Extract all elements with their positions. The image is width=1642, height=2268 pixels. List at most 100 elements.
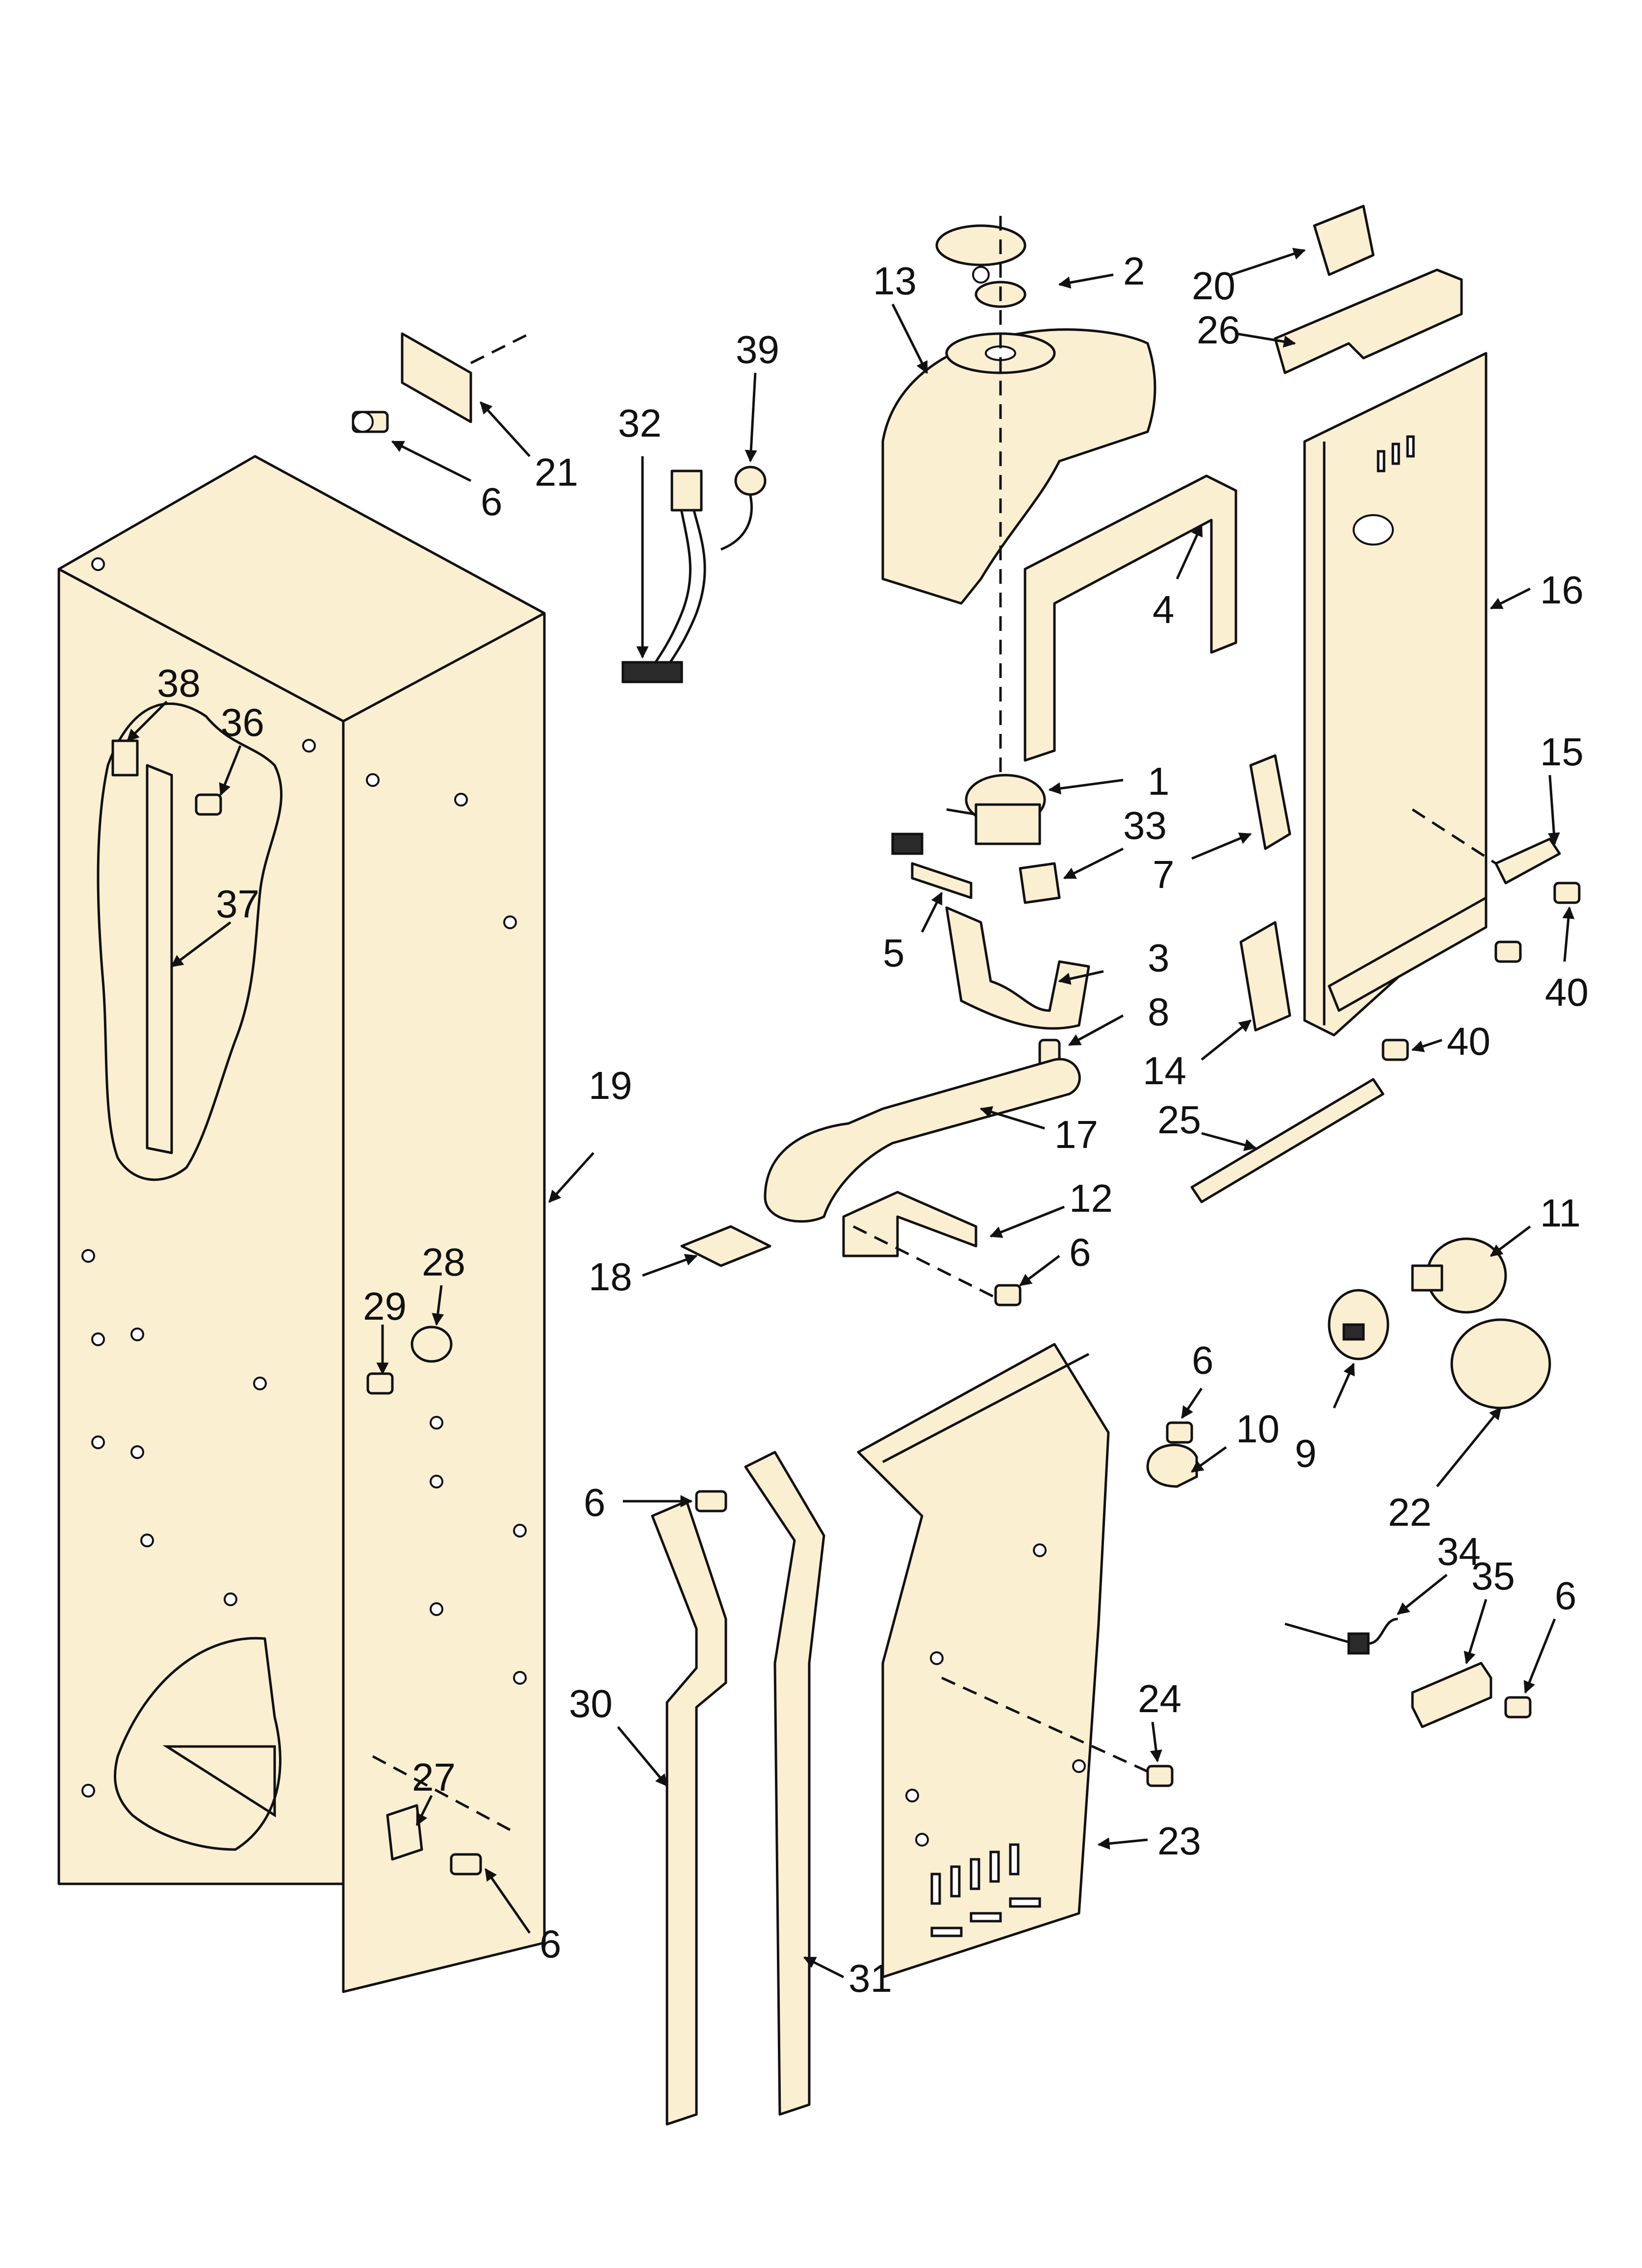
leader-22 [1436, 1407, 1502, 1487]
callout-25: 25 [1157, 1098, 1201, 1142]
part-36-screw [195, 793, 222, 816]
callout-35: 35 [1471, 1554, 1515, 1598]
callout-12: 12 [1069, 1176, 1113, 1220]
leader-6f [1523, 1618, 1556, 1694]
part-2-fan-blade [935, 224, 1026, 308]
leader-39 [744, 372, 757, 463]
part-12-bracket [842, 1191, 1001, 1302]
leader-11 [1490, 1225, 1531, 1257]
callout-24: 24 [1138, 1677, 1181, 1721]
callout-6d: 6 [584, 1481, 606, 1524]
part-27-clip [372, 1755, 511, 1861]
callout-40a: 40 [1545, 970, 1589, 1014]
callout-7: 7 [1153, 853, 1175, 896]
leader-18 [642, 1253, 698, 1277]
part-3-motor-mount [945, 906, 1090, 1030]
part-31-strip [744, 1451, 825, 2116]
callout-6b: 6 [1069, 1230, 1091, 1274]
callout-26: 26 [1197, 308, 1240, 352]
leader-20 [1231, 248, 1306, 276]
callout-33: 33 [1123, 804, 1167, 847]
callout-30: 30 [569, 1682, 613, 1725]
leader-10 [1190, 1446, 1227, 1473]
callout-3: 3 [1148, 936, 1170, 980]
part-26-cover [1274, 268, 1463, 374]
leader-36 [219, 745, 242, 796]
part-30-bracket [651, 1500, 727, 2126]
callout-16: 16 [1540, 568, 1584, 612]
callout-21: 21 [535, 450, 578, 494]
callout-23: 23 [1157, 1819, 1201, 1863]
leader-38 [127, 701, 168, 742]
part-24-screw [1146, 1765, 1174, 1787]
leader-16 [1489, 587, 1531, 610]
leader-4 [1176, 523, 1203, 580]
part-1-motor [891, 774, 1046, 855]
part-35-switch [1411, 1662, 1492, 1728]
screw-6-lower-left [450, 1853, 482, 1876]
callout-29: 29 [363, 1284, 407, 1328]
callout-19: 19 [589, 1064, 632, 1107]
callout-5: 5 [883, 931, 905, 975]
callout-13: 13 [873, 259, 917, 303]
leader-17 [979, 1106, 1045, 1130]
leader-19 [548, 1152, 594, 1203]
leader-33 [1063, 847, 1124, 880]
part-23-back-panel [857, 1343, 1158, 1979]
leader-6a [391, 440, 472, 482]
leader-34 [1397, 1574, 1448, 1615]
leader-6e [484, 1868, 531, 1934]
part-15-bracket [1411, 808, 1561, 885]
leader-31 [803, 1956, 845, 1979]
part-9-socket [1328, 1289, 1389, 1360]
leader-40b [1411, 1039, 1442, 1052]
callout-32: 32 [618, 401, 662, 445]
callout-17: 17 [1054, 1113, 1098, 1156]
callout-6e: 6 [539, 1922, 562, 1966]
part-19-liner [57, 455, 546, 1993]
part-6-screw-panel [1382, 1039, 1409, 1061]
leader-15 [1547, 775, 1560, 845]
part-38-clip [111, 739, 139, 777]
leader-25 [1201, 1132, 1257, 1151]
part-6-screw-right [1166, 1421, 1193, 1444]
part-6-screw-mid [994, 1284, 1022, 1306]
callout-8: 8 [1148, 990, 1170, 1034]
callout-27: 27 [412, 1755, 456, 1799]
callout-14: 14 [1143, 1049, 1186, 1093]
callout-39: 39 [736, 328, 779, 371]
callout-6f: 6 [1555, 1574, 1577, 1617]
part-20-clip [1313, 205, 1375, 276]
leader-14 [1201, 1019, 1252, 1061]
part-21-bracket [401, 332, 531, 423]
callout-38: 38 [157, 661, 201, 705]
part-22-lens [1450, 1318, 1551, 1409]
callout-15: 15 [1540, 730, 1584, 774]
part-7-bracket [1249, 754, 1291, 850]
leader-13 [891, 303, 928, 374]
leader-12 [989, 1205, 1065, 1238]
part-10-clamp [1146, 1443, 1198, 1488]
callout-6a: 6 [481, 480, 503, 523]
part-16-panel [1303, 352, 1488, 1037]
screw-6-bracket-30 [695, 1490, 727, 1512]
part-34-wire [1284, 1617, 1398, 1655]
callout-6c: 6 [1192, 1338, 1214, 1382]
leader-6b [1019, 1255, 1060, 1286]
callout-40b: 40 [1447, 1019, 1490, 1063]
part-25-strip [1190, 1078, 1385, 1203]
part-39-grommet [720, 466, 767, 551]
callout-2: 2 [1123, 249, 1145, 293]
part-40-screw-b [1494, 940, 1522, 963]
leader-2 [1058, 273, 1114, 289]
part-29-screw [366, 1372, 394, 1395]
callout-28: 28 [422, 1240, 465, 1284]
part-32-wire-harness [621, 469, 706, 683]
part-40-screw-a [1553, 882, 1581, 904]
part-28-knob [410, 1326, 453, 1363]
callout-36: 36 [221, 701, 264, 744]
leader-8 [1068, 1014, 1124, 1046]
callout-22: 22 [1388, 1490, 1432, 1534]
callout-18: 18 [589, 1255, 632, 1299]
